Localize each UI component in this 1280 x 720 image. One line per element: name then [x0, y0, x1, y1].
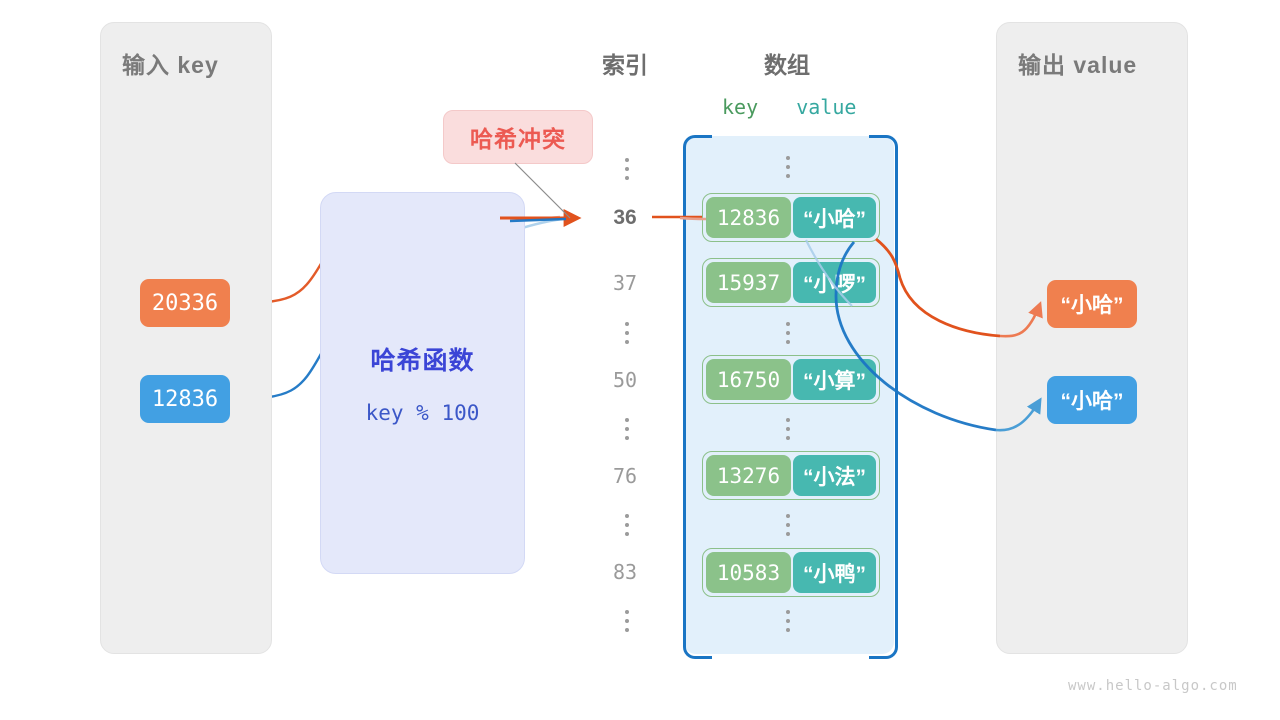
array-bracket-left	[683, 135, 712, 659]
output-panel	[996, 22, 1188, 654]
input-key-chip-0: 20336	[140, 279, 230, 327]
array-entry-value-36: “小哈”	[792, 197, 876, 238]
index-label-50: 50	[612, 368, 638, 392]
index-label-83: 83	[612, 560, 638, 584]
array-entry-37: 15937 “小啰”	[702, 258, 880, 307]
array-dots-2	[781, 418, 795, 440]
array-entry-key-50: 16750	[706, 359, 791, 400]
index-label-36: 36	[613, 206, 637, 229]
array-entry-value-76: “小法”	[792, 455, 876, 496]
index-dots-3	[620, 514, 634, 536]
index-label-37: 37	[612, 271, 638, 295]
input-panel-title: 输入 key	[122, 52, 219, 78]
input-key-text-1: 12836	[151, 386, 219, 412]
output-value-text-0: “小哈”	[1060, 294, 1124, 317]
index-dots-0	[620, 158, 634, 180]
array-entry-value-83: “小鸭”	[792, 552, 876, 593]
array-dots-3	[781, 514, 795, 536]
output-panel-title: 输出 value	[1018, 52, 1138, 78]
input-panel	[100, 22, 272, 654]
array-dots-4	[781, 610, 795, 632]
array-dots-0	[781, 156, 795, 178]
output-value-chip-1: “小哈”	[1047, 376, 1137, 424]
index-dots-2	[620, 418, 634, 440]
input-key-chip-1: 12836	[140, 375, 230, 423]
hash-function-title: 哈希函数	[370, 347, 475, 375]
hash-collision-callout: 哈希冲突	[443, 110, 593, 164]
output-value-chip-0: “小哈”	[1047, 280, 1137, 328]
array-entry-key-76: 13276	[706, 455, 791, 496]
hash-function-box: 哈希函数 key % 100	[320, 192, 525, 574]
array-entry-value-50: “小算”	[792, 359, 876, 400]
key-subheader-label: key	[722, 95, 759, 119]
hash-collision-label: 哈希冲突	[470, 126, 566, 152]
index-label-76: 76	[612, 464, 638, 488]
index-dots-1	[620, 322, 634, 344]
array-entry-50: 16750 “小算”	[702, 355, 880, 404]
key-value-subheader: key value	[722, 95, 856, 119]
index-column-header: 索引	[602, 52, 648, 78]
hash-function-expression: key % 100	[365, 401, 480, 425]
array-column-header: 数组	[764, 52, 810, 78]
index-dots-4	[620, 610, 634, 632]
output-value-text-1: “小哈”	[1060, 390, 1124, 413]
array-entry-key-36: 12836	[706, 197, 791, 238]
value-subheader-label: value	[796, 95, 857, 119]
array-dots-1	[781, 322, 795, 344]
input-key-text-0: 20336	[151, 290, 219, 316]
watermark: www.hello-algo.com	[1068, 678, 1238, 694]
array-entry-key-83: 10583	[706, 552, 791, 593]
array-entry-value-37: “小啰”	[792, 262, 876, 303]
array-entry-key-37: 15937	[706, 262, 791, 303]
array-entry-83: 10583 “小鸭”	[702, 548, 880, 597]
array-entry-36: 12836 “小哈”	[702, 193, 880, 242]
array-entry-76: 13276 “小法”	[702, 451, 880, 500]
